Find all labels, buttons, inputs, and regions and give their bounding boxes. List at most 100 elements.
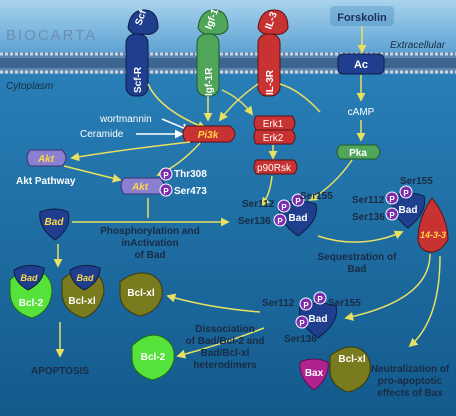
- dissociation-caption-2: of Bad/Bcl-2 and: [186, 336, 265, 347]
- bad-label: Bad: [45, 217, 65, 228]
- svg-text:P: P: [303, 301, 309, 310]
- bad-node: Bad: [39, 208, 70, 241]
- forskolin-label: Forskolin: [337, 12, 387, 24]
- phospho-badge-thr308: P: [159, 167, 173, 181]
- arrow-pka-bad: [308, 159, 353, 201]
- arrow-dissoc-bclxl: [166, 293, 261, 313]
- camp-label: cAMP: [348, 107, 375, 118]
- dissociation-caption-1: Dissociation: [195, 324, 254, 335]
- akt-active-node: Akt: [120, 177, 165, 195]
- pka-label: Pka: [349, 148, 367, 159]
- phospho-r2: P: [399, 185, 413, 199]
- r-ser112-label: Ser112: [352, 195, 385, 206]
- svg-text:P: P: [281, 203, 287, 212]
- bcl2-label: Bcl-2: [19, 298, 44, 309]
- bclxl-free-label: Bcl-xl: [127, 288, 154, 299]
- phospho-l2: P: [313, 291, 327, 305]
- arrow-pi3k-akt: [70, 141, 191, 162]
- bad-center-label: Bad: [289, 213, 308, 224]
- p90rsk-label: p90Rsk: [257, 163, 292, 174]
- neutralization-caption-1: Neutralization of: [371, 364, 450, 375]
- arrow-igf1r-erk: [221, 89, 254, 116]
- sequestration-caption-1: Sequestration of: [318, 252, 398, 263]
- protein-14-3-3-label: 14-3-3: [420, 230, 446, 240]
- apoptosis-label: APOPTOSIS: [31, 366, 89, 377]
- arrow-dissoc-bcl2: [176, 327, 265, 359]
- bclxl-label: Bcl-xl: [68, 296, 95, 307]
- sequestration-caption-2: Bad: [348, 264, 367, 275]
- r-ser155-label: Ser155: [400, 176, 433, 187]
- igf1r-label: Igf-1R: [204, 67, 215, 96]
- cell-membrane: [0, 52, 456, 74]
- erk2-label: Erk2: [263, 133, 284, 144]
- bclxl-bax-label: Bcl-xl: [338, 354, 365, 365]
- bad-on-bcl2-label: Bad: [20, 273, 38, 283]
- cytoplasm-label: Cytoplasm: [6, 81, 53, 92]
- arrow-scfr-pi3k: [147, 83, 207, 130]
- bclxl-free-node: Bcl-xl: [119, 272, 163, 317]
- erk1-label: Erk1: [263, 119, 284, 130]
- neutralization-caption-2: pro-apoptotic: [378, 376, 443, 387]
- dissociation-caption-4: heterodimers: [193, 360, 257, 371]
- bclxl-bad-complex: Bcl-xl Bad: [61, 264, 105, 319]
- phospho-c1: P: [277, 199, 291, 213]
- akt-label: Akt: [37, 154, 55, 165]
- phospho-badge-ser473: P: [159, 183, 173, 197]
- akt-pathway-label: Akt Pathway: [16, 176, 76, 187]
- arrow-akt-activation: [63, 165, 122, 183]
- il3r-label: IL-3R: [265, 69, 276, 95]
- svg-text:P: P: [299, 319, 305, 328]
- arrow-1433-release: [344, 253, 431, 321]
- inhibit-wortmannin: [161, 118, 187, 130]
- svg-text:P: P: [389, 195, 395, 204]
- dissociation-caption-3: Bad/Bcl-xl: [201, 348, 250, 359]
- forskolin-node: Forskolin: [330, 6, 394, 26]
- pi3k-node: Pi3k: [182, 125, 236, 143]
- phospho-l3: P: [295, 315, 309, 329]
- arrow-neutralization: [408, 255, 441, 348]
- ser473-label: Ser473: [174, 186, 207, 197]
- akt-node: Akt: [26, 149, 67, 167]
- phospho-c2: P: [291, 193, 305, 207]
- bad-on-bclxl-label: Bad: [76, 273, 94, 283]
- phospho-r3: P: [385, 207, 399, 221]
- arrow-bad-sequestration: [317, 230, 404, 243]
- c-ser155-label: Ser155: [300, 191, 333, 202]
- svg-text:P: P: [163, 171, 169, 180]
- bax-label: Bax: [305, 368, 324, 379]
- phosphorylation-caption-1: Phosphorylation and: [100, 226, 199, 237]
- l-ser155-label: Ser155: [328, 298, 361, 309]
- arrow-il3r-branch: [279, 83, 321, 113]
- phospho-r1: P: [385, 191, 399, 205]
- thr308-label: Thr308: [174, 169, 207, 180]
- ac-label: Ac: [354, 59, 368, 71]
- c-ser112-label: Ser112: [242, 199, 275, 210]
- pi3k-label: Pi3k: [198, 130, 219, 141]
- svg-text:P: P: [295, 197, 301, 206]
- svg-text:P: P: [163, 187, 169, 196]
- phosphorylation-caption-3: of Bad: [134, 250, 165, 261]
- scf-r-label: Scf-R: [133, 66, 144, 93]
- protein-14-3-3: 14-3-3: [417, 197, 449, 253]
- phospho-l1: P: [299, 297, 313, 311]
- neutralization-caption-3: effects of Bax: [377, 388, 443, 399]
- scf-receptor: Scf Scf-R: [125, 8, 159, 97]
- arrow-il3r-pi3k: [218, 83, 259, 122]
- scf-label: Scf: [133, 8, 149, 27]
- c-ser136-label: Ser136: [238, 216, 271, 227]
- phospho-c3: P: [273, 213, 287, 227]
- svg-text:P: P: [317, 295, 323, 304]
- arrow-p90rsk-bad: [260, 175, 273, 207]
- phosphorylation-caption-2: inActivation: [121, 238, 178, 249]
- bad-right-label: Bad: [399, 205, 418, 216]
- wortmannin-label: wortmannin: [99, 114, 152, 125]
- r-ser136-label: Ser136: [352, 212, 385, 223]
- il3-receptor: IL-3 IL-3R: [257, 9, 289, 97]
- akt-active-label: Akt: [131, 182, 149, 193]
- erk2-node: Erk2: [253, 129, 296, 145]
- bad-lower-label: Bad: [309, 314, 328, 325]
- svg-text:P: P: [403, 189, 409, 198]
- svg-text:P: P: [389, 211, 395, 220]
- bcl2-free-label: Bcl-2: [141, 352, 166, 363]
